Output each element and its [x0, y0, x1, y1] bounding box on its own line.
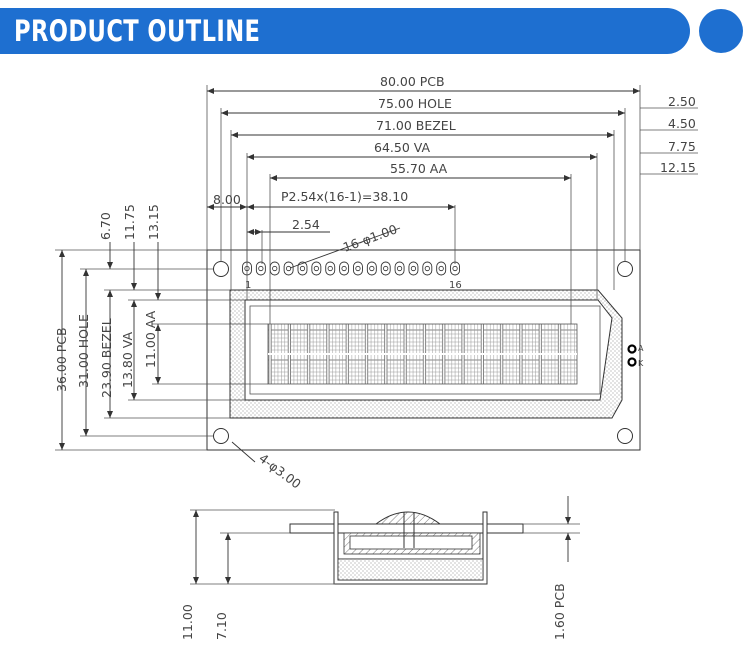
side-view: [289, 511, 524, 585]
pin-hole: [272, 265, 278, 272]
pin-hole: [452, 265, 458, 272]
pin-hole: [327, 265, 333, 272]
pin-pad: [366, 261, 377, 276]
pin-pad: [283, 261, 294, 276]
dim-hole-width: 75.00 HOLE: [378, 96, 452, 111]
dim-offset-hole: 2.50: [668, 94, 696, 109]
pin-pad: [422, 261, 433, 276]
pcb-outline: [206, 249, 641, 451]
dim-side-total: 11.00: [180, 604, 195, 640]
banner-dot: [699, 9, 743, 53]
pin-hole: [286, 265, 292, 272]
header-banner: PRODUCT OUTLINE: [0, 8, 690, 54]
pin-pad: [255, 261, 266, 276]
backlight-pins: [627, 344, 637, 367]
dim-aa-width: 55.70 AA: [390, 161, 448, 176]
pin-hole: [396, 265, 403, 272]
dim-va-width: 64.50 VA: [374, 140, 431, 155]
dim-side-module: 7.10: [214, 612, 229, 640]
pin-pad: [325, 261, 336, 276]
pin-hole: [424, 265, 430, 272]
dim-pin-formula: P2.54x(16-1)=38.10: [281, 189, 408, 204]
pin-last-label: 16: [449, 280, 462, 291]
pin-hole: [438, 265, 444, 272]
pin-hole: [341, 265, 347, 272]
pin-pad: [436, 261, 447, 276]
dim-va-height: 13.80 VA: [120, 331, 135, 388]
dim-v-hole-offset: 6.70: [98, 212, 113, 240]
dim-offset-bezel: 4.50: [668, 116, 696, 131]
dim-pcb-width: 80.00 PCB: [380, 74, 445, 89]
pin-pad: [394, 261, 405, 276]
cathode-label: K: [638, 359, 644, 368]
dim-pin-pitch: 2.54: [292, 217, 320, 232]
pin-pad: [408, 261, 419, 276]
pin-hole: [410, 265, 417, 272]
page-title: PRODUCT OUTLINE: [14, 14, 261, 48]
dim-offset-aa: 12.15: [660, 160, 696, 175]
dim-v-va-offset: 13.15: [146, 204, 161, 240]
dim-bezel-width: 71.00 BEZEL: [376, 118, 456, 133]
pin-hole: [369, 265, 375, 272]
dim-mount-holes: 4-φ3.00: [256, 450, 304, 491]
pin-row: [242, 261, 460, 276]
dim-aa-height: 11.00 AA: [143, 310, 158, 368]
pin-hole: [258, 265, 264, 272]
pin-hole: [383, 265, 389, 272]
pin-hole: [299, 265, 306, 272]
dim-pin-start: 8.00: [213, 192, 241, 207]
dim-pcb-height: 36.00 PCB: [54, 327, 69, 392]
anode-label: A: [638, 344, 644, 353]
dim-offset-va: 7.75: [668, 139, 696, 154]
pin-pad: [380, 261, 391, 276]
dim-bezel-height: 23.90 BEZEL: [99, 318, 114, 398]
dim-hole-height: 31.00 HOLE: [76, 314, 91, 388]
pin-pad: [297, 261, 308, 276]
pin-hole: [313, 265, 319, 272]
pin-hole: [355, 265, 361, 272]
dim-side-pcb: 1.60 PCB: [552, 583, 567, 640]
dim-v-bezel-offset: 11.75: [122, 204, 137, 240]
pin-pad: [339, 261, 350, 276]
pin-pad: [311, 261, 322, 276]
pin-first-label: 1: [245, 280, 251, 291]
pin-pad: [269, 261, 280, 276]
pin-pad: [353, 261, 363, 276]
